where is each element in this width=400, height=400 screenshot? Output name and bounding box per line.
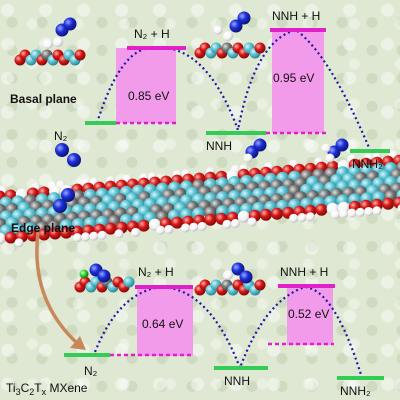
basal-barrier-1-value: 0.85 eV [128, 89, 169, 103]
basal-nnh2-h-atom [325, 153, 335, 163]
slab-o-atom [315, 203, 328, 216]
basal-state-n2: N₂ [54, 129, 68, 143]
slab-h-atom [131, 227, 140, 237]
slab-h-atom [72, 233, 82, 243]
slab-h-atom [89, 231, 99, 241]
basal-barrier-2 [272, 30, 324, 133]
basal-barrier-2-value: 0.95 eV [273, 71, 314, 85]
edge-state-nnh: NNH [224, 374, 250, 388]
slab-h-atom [189, 222, 199, 232]
edge-barrier-2-value: 0.52 eV [288, 307, 329, 321]
edge-n2h-n-atom [97, 269, 111, 283]
slab-o-atom [204, 213, 217, 226]
basal-state-nnhh: NNH + H [272, 9, 320, 23]
basal-nnh-n-atom [253, 138, 267, 152]
slab-h-atom [230, 218, 240, 228]
edge-barrier-1 [137, 288, 193, 356]
basal-nnh2-n-atom [335, 138, 349, 152]
basal-n2h-surface-atom [74, 49, 86, 61]
slab-h-atom [305, 212, 315, 222]
edge-nnhh-surface-atom [254, 279, 266, 291]
edge-n2h-surface-atom [123, 276, 135, 288]
edge-energy-profile [64, 284, 384, 380]
edge-barrier-2 [287, 287, 333, 345]
edge-nnhh-h-atom [223, 270, 233, 280]
slab-h-atom [0, 232, 6, 245]
edge-n2h-green-atom [79, 269, 89, 279]
slab-h-atom [197, 221, 207, 231]
slab-h-atom [355, 207, 365, 217]
edge-plane-arrow [35, 231, 80, 346]
mxene-slab [0, 150, 400, 248]
slab-h-atom [237, 210, 250, 223]
slab-h-atom [339, 209, 349, 219]
slab-h-atom [330, 210, 340, 219]
slab-h-atom [364, 207, 374, 216]
slab-h-atom [81, 232, 91, 242]
slab-o-atom [271, 207, 283, 220]
edge-plane-arrow-head [70, 336, 86, 350]
slab-o-atom [171, 216, 184, 229]
edge-plane-label: Edge plane [11, 221, 75, 235]
slab-h-atom [347, 208, 357, 218]
basal-nnhh-surface-atom [254, 42, 266, 54]
basal-nnhh-h-atom [213, 25, 223, 35]
slab-h-atom [114, 229, 124, 239]
basal-n2h-n-atom [63, 17, 77, 31]
edge-nnhh-n-atom [239, 270, 253, 284]
slab-h-atom [181, 223, 190, 233]
basal-plane-label: Basal plane [10, 92, 77, 106]
slab-o-atom [104, 222, 117, 235]
edge-state-n2h: N₂ + H [138, 265, 174, 279]
edge-nnhh-n-atom [231, 262, 245, 276]
slab-o-atom [4, 231, 17, 244]
basal-barrier-1 [116, 48, 176, 123]
basal-n2h-h-atom [53, 37, 63, 47]
basal-reaction-path [95, 28, 372, 151]
basal-state-nnh2: NNH₂ [352, 157, 383, 171]
slab-h-atom [247, 217, 257, 227]
slab-h-atom [372, 206, 382, 216]
slab-h-atom [397, 204, 400, 213]
slab-h-atom [97, 230, 107, 240]
slab-o-atom [60, 226, 73, 239]
slab-o-atom [393, 196, 400, 209]
basal-nnh-h-atom [243, 153, 253, 163]
slab-o-atom [38, 228, 50, 241]
slab-o-atom [259, 208, 272, 221]
basal-energy-profile [85, 28, 390, 153]
slab-h-atom [222, 219, 232, 229]
basal-nnhh-n-atom [229, 19, 243, 33]
edge-barrier-1-value: 0.64 eV [142, 317, 183, 331]
slab-h-atom [297, 213, 307, 222]
basal-state-nnh: NNH [206, 139, 232, 153]
edge-state-n2: N₂ [84, 364, 98, 378]
slab-o-atom [382, 197, 395, 210]
slab-h-atom [156, 225, 165, 235]
slab-h-atom [14, 238, 24, 248]
edge-state-nnhh: NNH + H [280, 265, 328, 279]
slab-h-atom [289, 213, 299, 223]
slab-o-atom [137, 219, 150, 232]
basal-state-n2h: N₂ + H [134, 27, 170, 41]
basal-n2h-h-atom [43, 39, 53, 49]
structure-insets [14, 11, 349, 296]
basal-nnhh-n-atom [237, 11, 251, 25]
basal-free-n2-atom [55, 143, 69, 157]
basal-free-n2-atom [67, 153, 81, 167]
edge-state-nnh2: NNH₂ [340, 384, 371, 398]
basal-nnh2-h-atom [321, 143, 331, 153]
edge-n2-atom [61, 188, 75, 202]
slab-h-atom [164, 224, 174, 234]
basal-nnhh-h-atom [223, 31, 233, 41]
slab-o-atom [49, 227, 62, 240]
material-label: Ti3C2Tx MXene [6, 381, 88, 397]
edge-n2-atom [53, 199, 67, 213]
